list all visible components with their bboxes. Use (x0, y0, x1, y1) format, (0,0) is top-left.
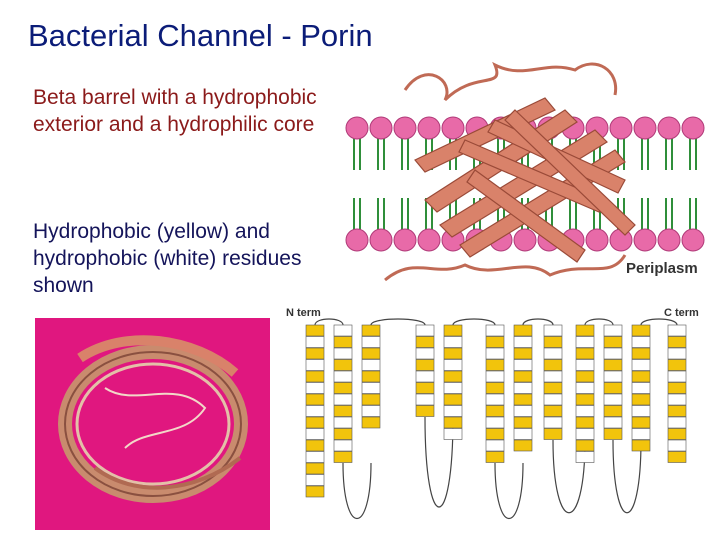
c-term-label: C term (664, 307, 699, 319)
porin-membrane-figure (345, 61, 705, 282)
barrel-top-view (35, 318, 270, 530)
n-term-label: N term (286, 307, 321, 319)
topology-diagram (305, 318, 687, 520)
barrel-description: Beta barrel with a hydrophobic exterior … (33, 86, 317, 136)
periplasm-label: Periplasm (626, 260, 698, 277)
loops (384, 61, 627, 282)
beta-barrel (414, 97, 636, 263)
residues-note: Hydrophobic (yellow) and hydrophobic (wh… (33, 220, 302, 297)
slide-title: Bacterial Channel - Porin (28, 18, 373, 53)
